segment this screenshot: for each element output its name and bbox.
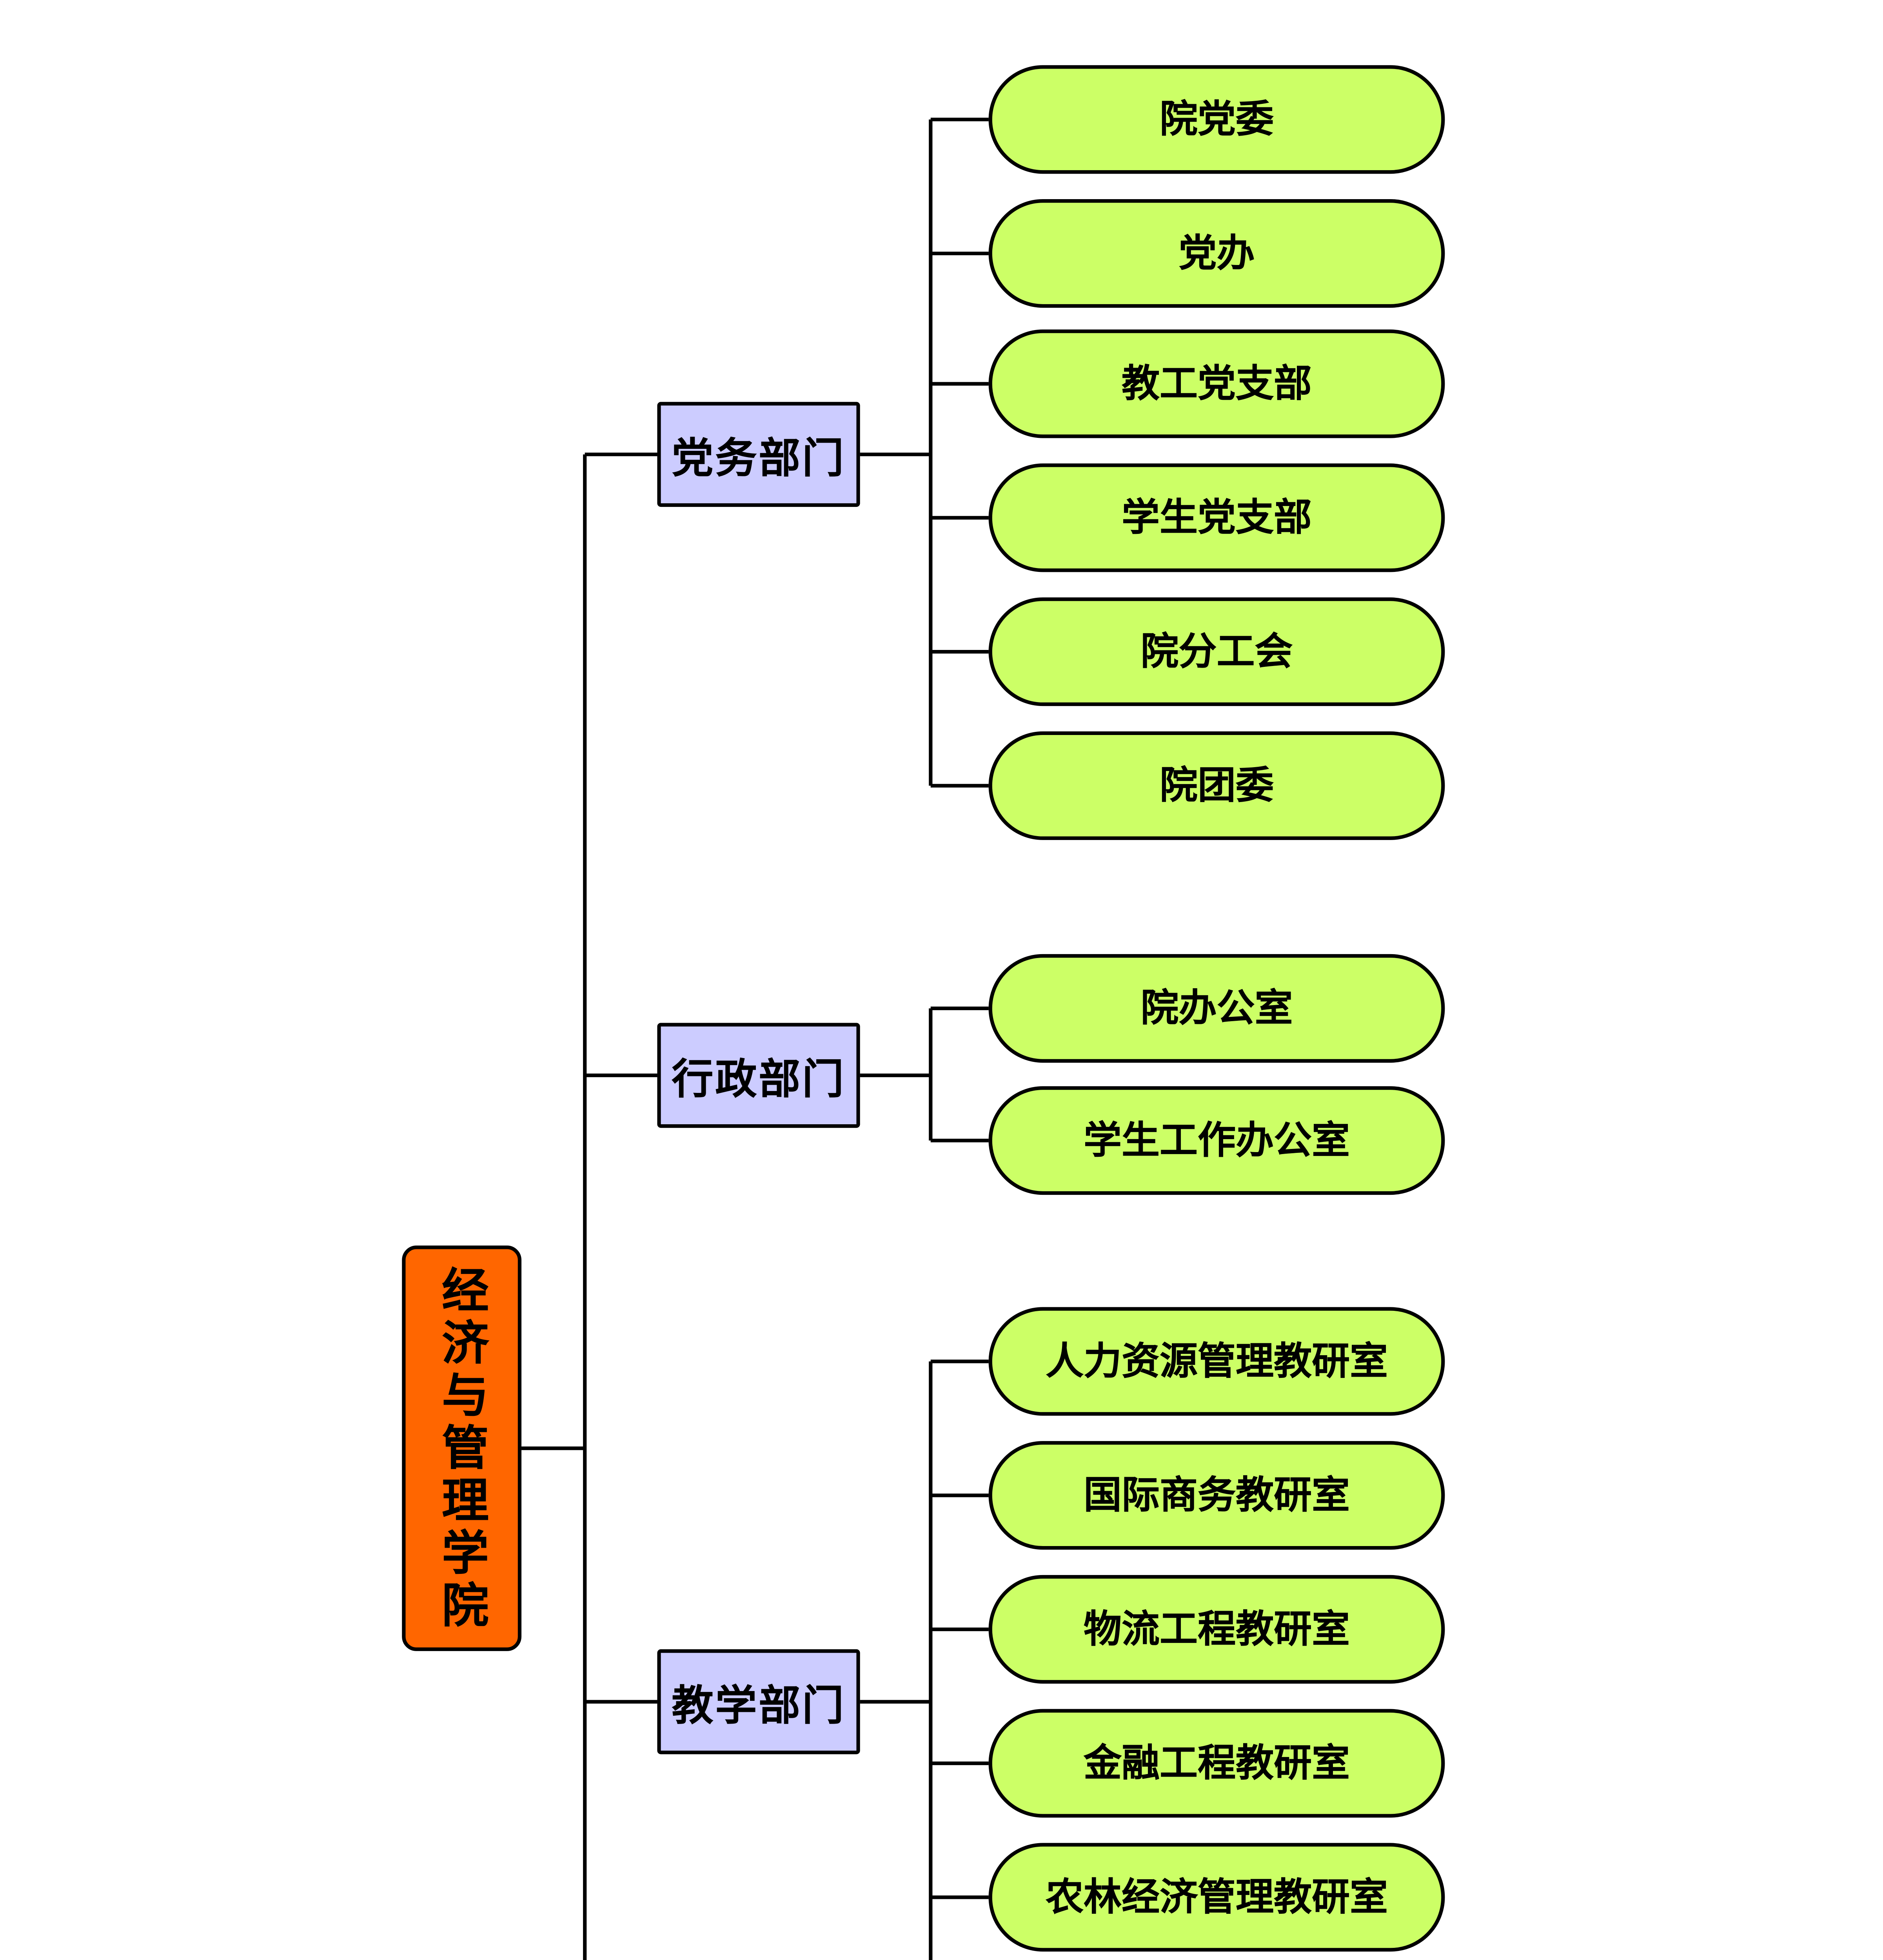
branch-node: 教学部门 — [657, 1649, 860, 1755]
leaf-node: 国际商务教研室 — [988, 1441, 1445, 1550]
branch-node: 党务部门 — [657, 402, 860, 507]
leaf-node: 院党委 — [988, 65, 1445, 174]
leaf-node: 院团委 — [988, 731, 1445, 840]
leaf-node: 教工党支部 — [988, 329, 1445, 438]
leaf-node: 金融工程教研室 — [988, 1709, 1445, 1818]
root-node: 经济与管理学院 — [402, 1245, 522, 1651]
leaf-node: 党办 — [988, 199, 1445, 308]
leaf-node: 学生工作办公室 — [988, 1086, 1445, 1195]
leaf-node: 农林经济管理教研室 — [988, 1843, 1445, 1952]
leaf-node: 物流工程教研室 — [988, 1575, 1445, 1684]
leaf-node: 院办公室 — [988, 954, 1445, 1063]
leaf-node: 院分工会 — [988, 597, 1445, 706]
branch-node: 行政部门 — [657, 1023, 860, 1128]
leaf-node: 学生党支部 — [988, 463, 1445, 572]
leaf-node: 人力资源管理教研室 — [988, 1307, 1445, 1416]
